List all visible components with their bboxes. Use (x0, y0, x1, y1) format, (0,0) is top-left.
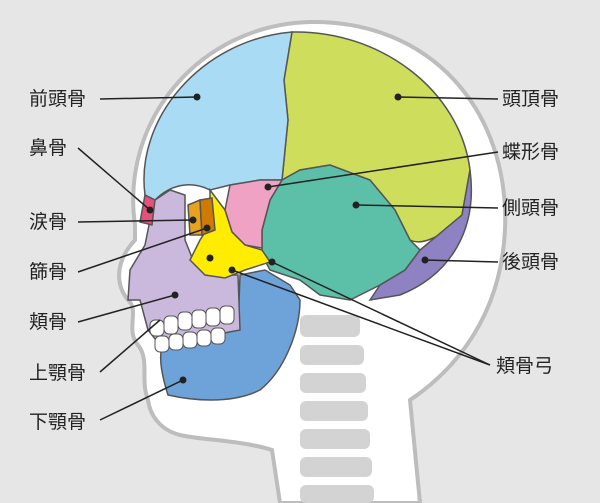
label-zygomatic-arch: 頬骨弓 (496, 355, 554, 377)
mandible-bone (160, 269, 301, 401)
label-ethmoid: 篩骨 (29, 261, 68, 283)
label-maxilla: 上顎骨 (29, 362, 87, 384)
leader-lines (77, 96, 499, 421)
label-frontal: 前頭骨 (29, 88, 87, 110)
frontal-bone (143, 31, 293, 201)
label-sphenoid: 蝶形骨 (502, 141, 560, 163)
label-parietal: 頭頂骨 (502, 88, 560, 110)
label-temporal: 側頭骨 (502, 197, 560, 219)
label-mandible: 下顎骨 (29, 411, 87, 433)
label-zygomatic: 頬骨 (29, 311, 68, 333)
cervical-spine (300, 315, 374, 503)
label-nasal: 鼻骨 (29, 137, 68, 159)
ethmoid-bone (199, 197, 216, 237)
marker-dots (146, 93, 429, 384)
teeth (149, 305, 235, 353)
label-lacrimal: 涙骨 (29, 211, 68, 233)
label-occipital: 後頭骨 (502, 251, 560, 273)
